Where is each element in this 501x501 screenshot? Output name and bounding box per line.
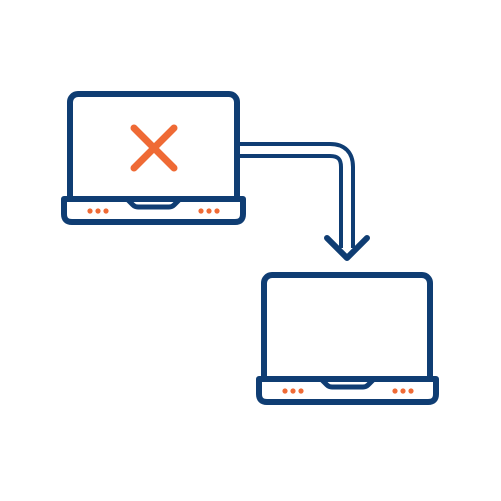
indicator-dots-right [392,388,414,394]
indicator-dot [214,208,220,214]
connector-outline [237,142,355,248]
indicator-dot [392,388,398,394]
indicator-dots-right [198,208,220,214]
laptop-notch [319,377,376,390]
indicator-dot [400,388,406,394]
indicator-dot [282,388,288,394]
laptop-base [61,196,246,225]
laptop-base [256,376,439,405]
indicator-dots-left [282,388,304,394]
target-laptop [256,272,439,405]
connector-arrow [237,142,370,261]
indicator-dot [87,208,93,214]
indicator-dot [298,388,304,394]
indicator-dot [206,208,212,214]
indicator-dot [290,388,296,394]
x-mark-icon [130,124,178,172]
indicator-dot [95,208,101,214]
source-laptop [61,91,246,225]
laptop-icon [261,272,433,390]
indicator-dot [103,208,109,214]
indicator-dot [408,388,414,394]
indicator-dot [198,208,204,214]
indicator-dots-left [87,208,109,214]
down-arrow-icon [324,235,370,261]
laptop-notch [125,197,182,210]
connector-inner [237,146,351,248]
